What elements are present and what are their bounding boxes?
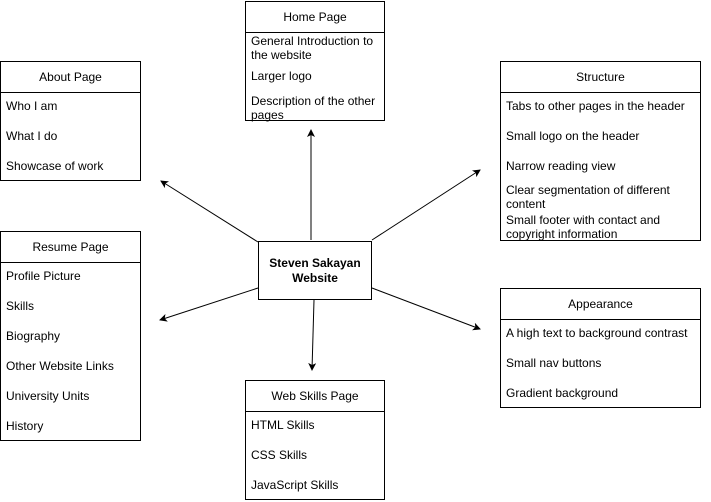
- webskills-item-1: CSS Skills: [251, 448, 308, 462]
- about-item-1: What I do: [6, 129, 58, 143]
- structure-box: Structure Tabs to other pages in the hea…: [500, 61, 701, 241]
- resume-item-2: Biography: [6, 329, 61, 343]
- structure-item-3: Clear segmentation of different content: [506, 183, 670, 211]
- structure-item-1: Small logo on the header: [506, 129, 640, 143]
- home-page-title: Home Page: [246, 2, 384, 33]
- webskills-item-0: HTML Skills: [251, 418, 315, 432]
- resume-item-5: History: [6, 419, 44, 433]
- webskills-item-2: JavaScript Skills: [251, 478, 339, 492]
- about-item-0: Who I am: [6, 99, 58, 113]
- home-item-2: Description of the other pages: [251, 94, 376, 122]
- appearance-item-2: Gradient background: [506, 386, 619, 400]
- home-item-1: Larger logo: [251, 69, 312, 83]
- structure-item-2: Narrow reading view: [506, 159, 616, 173]
- about-item-2: Showcase of work: [6, 159, 104, 173]
- structure-item-4: Small footer with contact and copyright …: [506, 213, 661, 241]
- center-title-line2: Website: [292, 270, 338, 285]
- web-skills-page-box: Web Skills Page HTML Skills CSS Skills J…: [245, 380, 385, 500]
- resume-item-3: Other Website Links: [6, 359, 114, 373]
- home-page-box: Home Page General Introduction to the we…: [245, 1, 385, 122]
- web-skills-page-title: Web Skills Page: [246, 381, 384, 412]
- resume-item-0: Profile Picture: [6, 269, 81, 283]
- about-page-box: About Page Who I am What I do Showcase o…: [0, 61, 141, 181]
- center-node: Steven Sakayan Website: [258, 241, 372, 300]
- resume-item-1: Skills: [6, 299, 35, 313]
- center-title-line1: Steven Sakayan: [269, 255, 361, 270]
- appearance-box: Appearance A high text to background con…: [500, 288, 701, 408]
- structure-item-0: Tabs to other pages in the header: [506, 99, 685, 113]
- appearance-item-1: Small nav buttons: [506, 356, 602, 370]
- home-item-0: General Introduction to the website: [251, 34, 374, 62]
- resume-page-box: Resume Page Profile Picture Skills Biogr…: [0, 231, 141, 441]
- about-page-title: About Page: [1, 62, 140, 93]
- arrow-to-resume: [159, 287, 259, 322]
- arrow-to-webskills: [308, 299, 317, 371]
- resume-page-title: Resume Page: [1, 232, 140, 263]
- arrow-to-about: [160, 180, 259, 243]
- appearance-title: Appearance: [501, 289, 700, 320]
- appearance-item-0: A high text to background contrast: [506, 326, 688, 340]
- arrow-to-appearance: [371, 287, 481, 331]
- resume-item-4: University Units: [6, 389, 90, 403]
- arrow-to-structure: [371, 169, 481, 241]
- structure-title: Structure: [501, 62, 700, 93]
